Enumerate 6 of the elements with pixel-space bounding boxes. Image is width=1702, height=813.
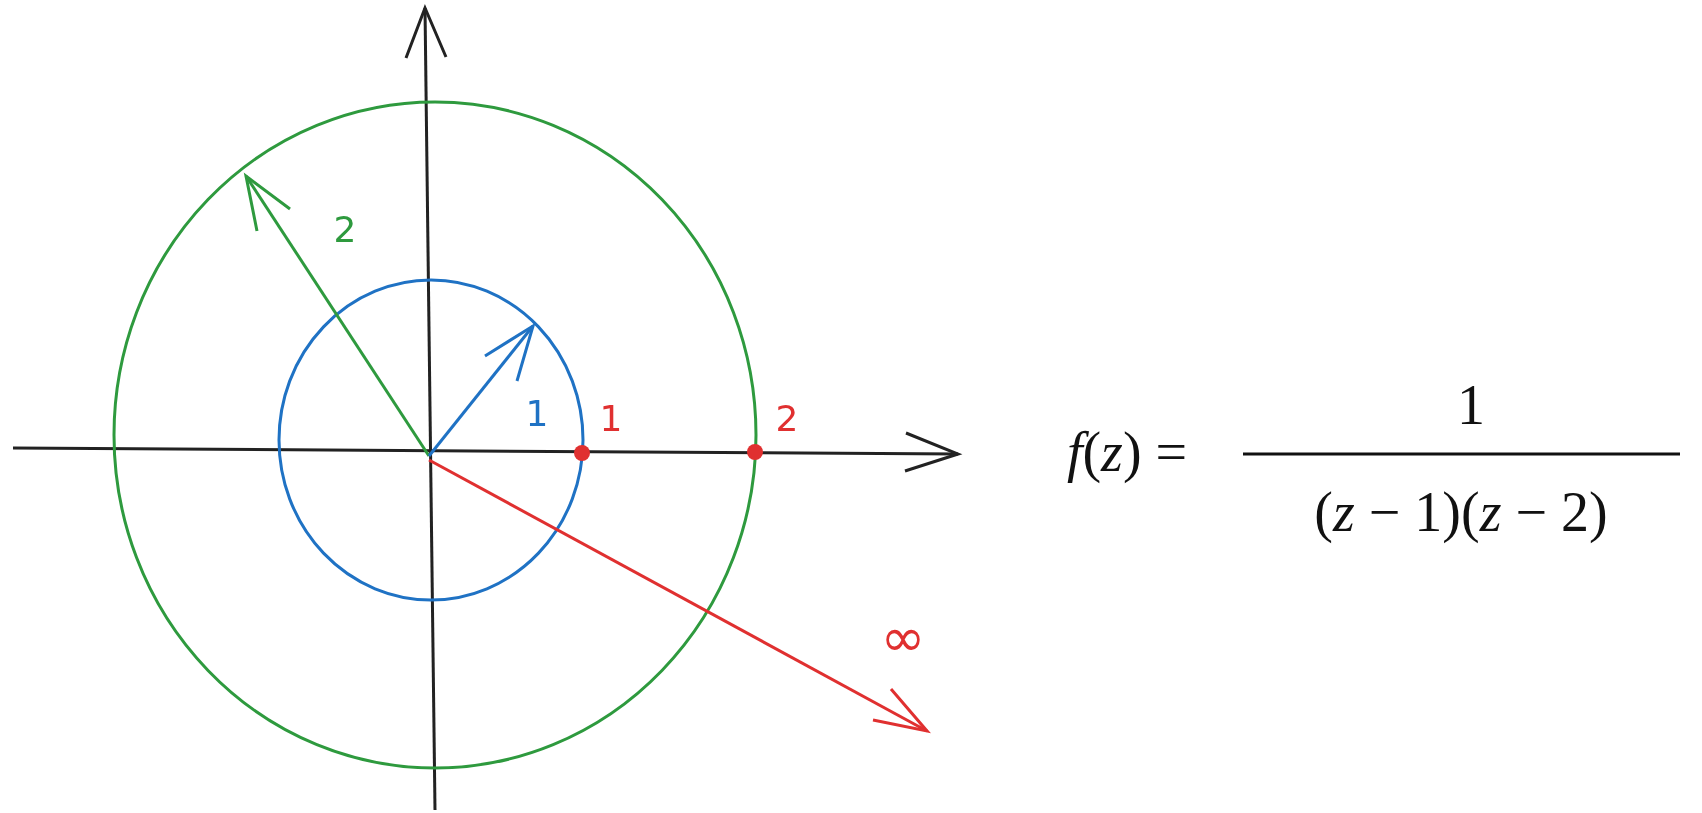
numerator: 1	[1457, 377, 1485, 433]
radius-label: 2	[333, 212, 357, 248]
infinity-label: ∞	[880, 611, 926, 665]
pole-label: 1	[599, 401, 623, 437]
radius-label: 1	[525, 396, 549, 432]
pole-label: 2	[775, 401, 799, 437]
